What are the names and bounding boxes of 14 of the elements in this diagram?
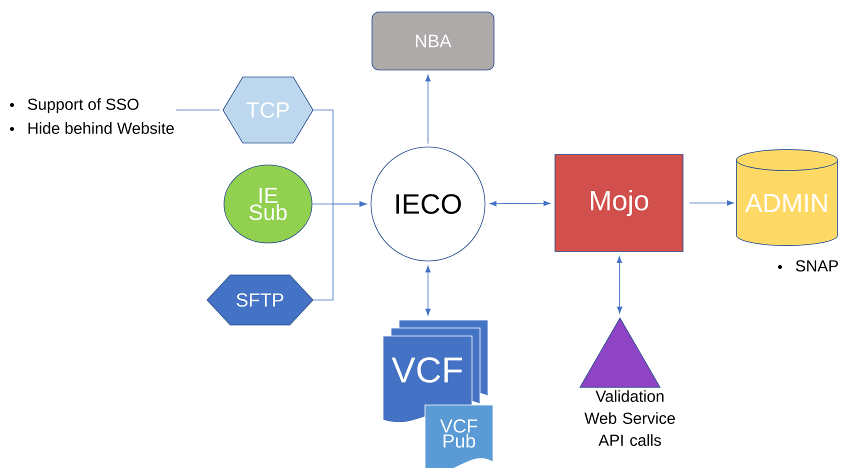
node-caption: Validation Web Service API calls — [584, 390, 675, 446]
arrow — [425, 74, 431, 144]
bullet-list: Support of SSO Hide behind Website — [28, 98, 174, 134]
arrow — [425, 266, 431, 316]
arrow — [616, 256, 622, 314]
node-caption: SNAP — [796, 260, 838, 272]
database-cylinder: ADMIN — [736, 149, 838, 246]
hexagon: TCP — [222, 76, 314, 144]
arrow — [689, 200, 734, 206]
document: VCF Pub — [424, 404, 494, 468]
process-box: Mojo — [554, 154, 684, 252]
arrow — [312, 201, 366, 300]
arrow — [490, 200, 550, 206]
rounded-box: NBA — [372, 12, 494, 70]
